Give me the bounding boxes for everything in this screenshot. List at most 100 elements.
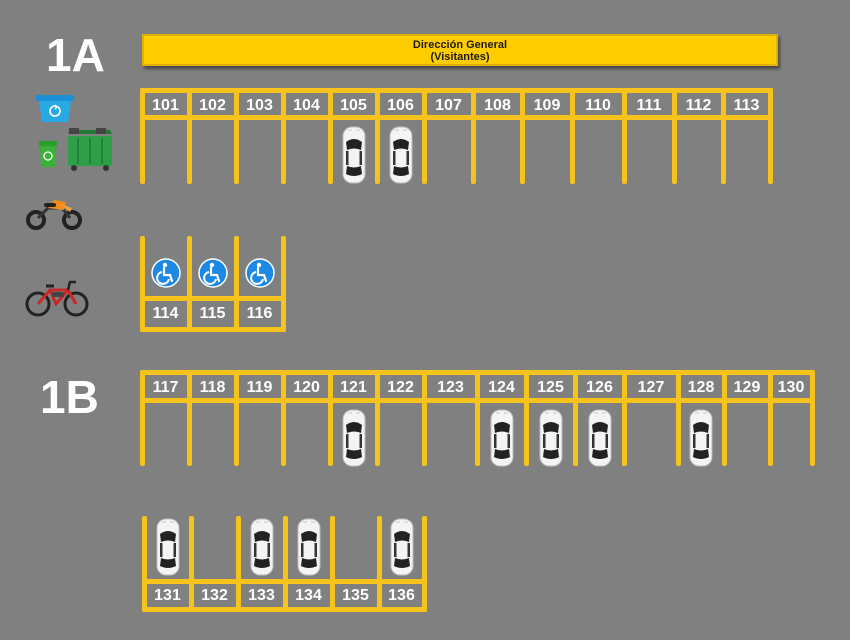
row-117-130-divider xyxy=(421,370,427,466)
row-101-113-divider xyxy=(421,88,427,184)
slot-number-121: 121 xyxy=(340,379,367,396)
slot-number-124: 124 xyxy=(488,379,515,396)
row-117-130-divider xyxy=(374,370,380,466)
recycle-bin-icon xyxy=(36,95,74,122)
car-icon xyxy=(156,518,180,576)
slot-number-126: 126 xyxy=(586,379,613,396)
car-icon xyxy=(389,126,413,184)
row-114-116-header-line xyxy=(139,296,286,301)
slot-number-103: 103 xyxy=(246,97,273,114)
trash-bin-icon xyxy=(39,141,57,167)
banner-subtitle: (Visitantes) xyxy=(430,51,490,63)
slot-number-129: 129 xyxy=(733,379,761,396)
row-117-130-divider xyxy=(233,370,239,466)
car-icon xyxy=(689,409,713,467)
row-117-130-header-line xyxy=(139,398,815,403)
row-101-113-divider xyxy=(767,88,773,184)
slot-number-102: 102 xyxy=(199,97,226,114)
slot-number-130: 130 xyxy=(777,379,805,396)
row-101-113-divider xyxy=(671,88,677,184)
row-117-130-divider xyxy=(767,370,773,466)
row-101-113-divider xyxy=(233,88,239,184)
slot-number-118: 118 xyxy=(199,379,226,396)
row-117-130-divider xyxy=(675,370,681,466)
slot-number-128: 128 xyxy=(687,379,715,396)
motorcycle-icon xyxy=(26,200,82,230)
car-icon xyxy=(588,409,612,467)
row-101-113-header-line xyxy=(139,115,773,120)
slot-number-113: 113 xyxy=(733,97,760,114)
row-131-136-divider xyxy=(376,516,382,612)
row-131-136-divider xyxy=(421,516,427,612)
row-117-130-divider xyxy=(474,370,480,466)
slot-number-107: 107 xyxy=(435,97,462,114)
row-101-113-top-line xyxy=(139,88,773,93)
row-131-136-divider xyxy=(329,516,335,612)
banner-title: Dirección General xyxy=(412,39,508,51)
slot-number-133: 133 xyxy=(248,587,275,604)
row-101-113-divider xyxy=(327,88,333,184)
row-131-136-divider xyxy=(141,516,147,612)
slot-number-112: 112 xyxy=(685,97,712,114)
row-114-116-divider xyxy=(186,236,192,332)
slot-number-115: 115 xyxy=(199,305,226,322)
row-117-130-divider xyxy=(621,370,627,466)
row-114-116-bottom-line xyxy=(139,327,286,332)
slot-number-125: 125 xyxy=(537,379,564,396)
row-117-130-divider xyxy=(721,370,727,466)
row-114-116-divider xyxy=(139,236,145,332)
slot-number-136: 136 xyxy=(388,587,415,604)
wheelchair-icon xyxy=(244,258,275,288)
slot-number-127: 127 xyxy=(637,379,665,396)
bicycle-icon xyxy=(25,280,89,317)
slot-number-110: 110 xyxy=(585,97,611,114)
slot-number-123: 123 xyxy=(437,379,464,396)
row-117-130-top-line xyxy=(139,370,815,375)
slot-number-109: 109 xyxy=(533,97,561,114)
slot-number-120: 120 xyxy=(293,379,320,396)
wheelchair-icon xyxy=(197,258,228,288)
slot-number-132: 132 xyxy=(201,587,228,604)
slot-number-119: 119 xyxy=(246,379,273,396)
row-114-116-divider xyxy=(280,236,286,332)
slot-number-116: 116 xyxy=(246,305,273,322)
row-101-113-divider xyxy=(720,88,726,184)
slot-number-114: 114 xyxy=(152,305,179,322)
slot-number-104: 104 xyxy=(293,97,320,114)
row-101-113-divider xyxy=(186,88,192,184)
row-117-130-divider xyxy=(280,370,286,466)
car-icon xyxy=(250,518,274,576)
section-label-1a: 1A xyxy=(46,29,105,81)
slot-number-105: 105 xyxy=(340,97,367,114)
row-131-136-divider xyxy=(282,516,288,612)
car-icon xyxy=(490,409,514,467)
slot-number-131: 131 xyxy=(154,587,181,604)
row-114-116-divider xyxy=(233,236,239,332)
visitor-banner: Dirección General (Visitantes) xyxy=(142,34,778,66)
slot-number-117: 117 xyxy=(152,379,179,396)
car-icon xyxy=(342,126,366,184)
row-131-136-divider xyxy=(188,516,194,612)
slot-number-106: 106 xyxy=(387,97,414,114)
row-117-130-divider xyxy=(809,370,815,466)
slot-number-122: 122 xyxy=(387,379,414,396)
car-icon xyxy=(297,518,321,576)
row-131-136-header-line xyxy=(141,579,427,584)
row-101-113-divider xyxy=(519,88,525,184)
row-101-113-divider xyxy=(569,88,575,184)
row-101-113-divider xyxy=(139,88,145,184)
slot-number-135: 135 xyxy=(342,587,369,604)
row-101-113-divider xyxy=(374,88,380,184)
row-117-130-divider xyxy=(572,370,578,466)
section-label-1b: 1B xyxy=(40,371,99,423)
row-117-130-divider xyxy=(139,370,145,466)
row-101-113-divider xyxy=(621,88,627,184)
row-101-113-divider xyxy=(280,88,286,184)
row-101-113-divider xyxy=(470,88,476,184)
slot-number-111: 111 xyxy=(636,97,662,114)
wheelchair-icon xyxy=(150,258,181,288)
car-icon xyxy=(342,409,366,467)
slot-number-134: 134 xyxy=(295,587,322,604)
slot-number-108: 108 xyxy=(484,97,511,114)
row-117-130-divider xyxy=(327,370,333,466)
